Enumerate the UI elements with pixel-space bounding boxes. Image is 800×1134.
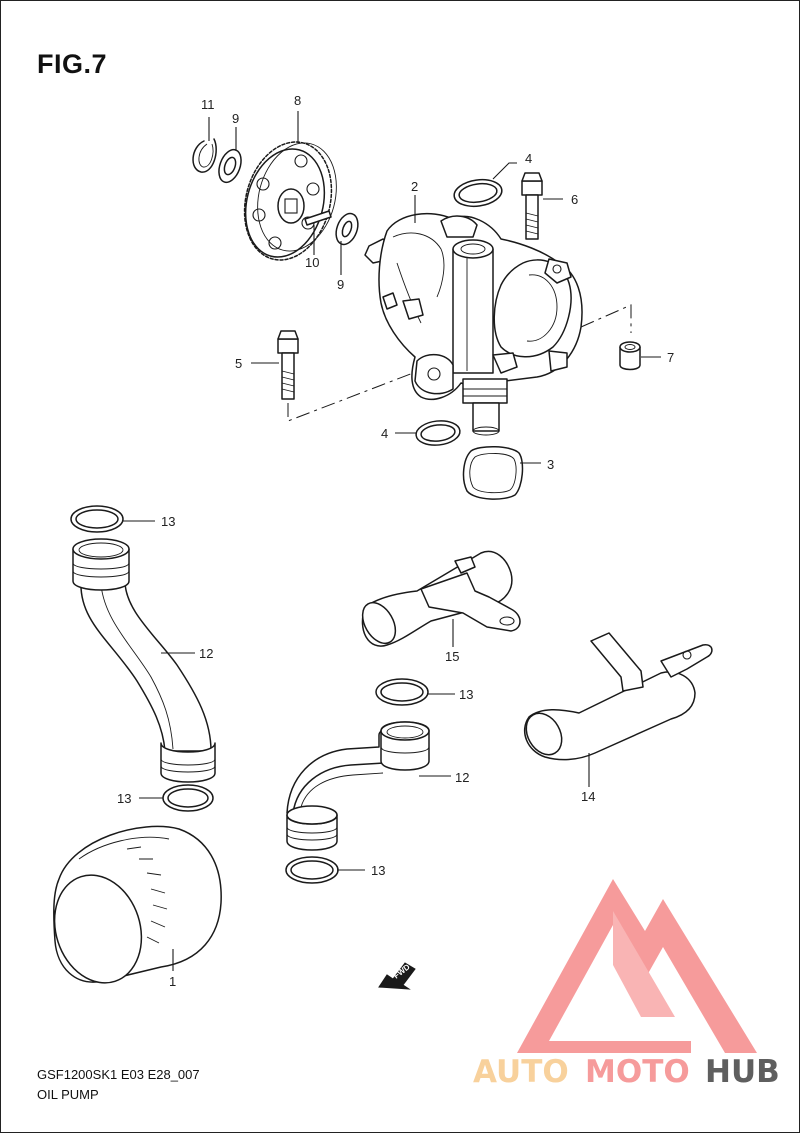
part-1-oil-filter xyxy=(53,825,222,984)
part-4-o-ring-upper xyxy=(453,178,503,208)
model-code: GSF1200SK1 E03 E28_007 xyxy=(37,1067,200,1082)
part-5-bolt xyxy=(277,330,299,400)
part-9-washer-lower xyxy=(335,212,359,246)
part-12-oil-pipe-right xyxy=(286,721,430,851)
part-3-gasket xyxy=(462,446,524,500)
part-2-oil-pump xyxy=(364,212,583,436)
callout-11: 11 xyxy=(201,97,215,112)
fwd-arrow-icon: FWD xyxy=(378,962,416,990)
callout-9-lower: 9 xyxy=(337,277,344,292)
callout-3: 3 xyxy=(547,457,554,472)
callout-2: 2 xyxy=(411,179,418,194)
part-13-o-ring-left-top xyxy=(70,505,124,533)
callout-13-right-top: 13 xyxy=(459,687,473,702)
watermark-text-hub: HUB xyxy=(705,1054,780,1090)
part-12-oil-pipe-left xyxy=(72,538,216,783)
callout-13-left-top: 13 xyxy=(161,514,175,529)
callout-labels: 11 9 8 10 9 2 4 6 5 7 4 3 13 12 13 13 12… xyxy=(117,93,674,989)
part-6-bolt xyxy=(521,172,543,240)
part-13-o-ring-right-bottom xyxy=(285,856,339,884)
callout-10: 10 xyxy=(305,255,319,270)
part-13-o-ring-right-top xyxy=(375,678,429,706)
callout-12-right: 12 xyxy=(455,770,469,785)
part-14-oil-pipe xyxy=(524,632,713,761)
part-15-oil-pipe xyxy=(361,550,521,647)
callout-8: 8 xyxy=(294,93,301,108)
callout-14: 14 xyxy=(581,789,595,804)
group-name: OIL PUMP xyxy=(37,1087,99,1102)
callout-7: 7 xyxy=(667,350,674,365)
callout-13-right-bottom: 13 xyxy=(371,863,385,878)
part-8-driven-gear xyxy=(243,141,337,261)
callout-12-left: 12 xyxy=(199,646,213,661)
callout-15: 15 xyxy=(445,649,459,664)
part-7-dowel-pin xyxy=(619,341,641,371)
part-4-o-ring-lower xyxy=(415,420,461,446)
callout-4-lower: 4 xyxy=(381,426,388,441)
watermark-text-moto: MOTO xyxy=(585,1054,690,1090)
callout-13-left-bottom: 13 xyxy=(117,791,131,806)
part-10-pin xyxy=(304,210,332,226)
callout-6: 6 xyxy=(571,192,578,207)
watermark-text-auto: AUTO xyxy=(473,1054,569,1090)
callout-5: 5 xyxy=(235,356,242,371)
part-11-circlip xyxy=(192,138,217,173)
callout-1: 1 xyxy=(169,974,176,989)
watermark-logo: AUTO MOTO HUB xyxy=(473,879,780,1090)
figure-title: FIG.7 xyxy=(37,49,108,79)
callout-4-upper: 4 xyxy=(525,151,532,166)
alignment-lines xyxy=(287,304,632,422)
part-13-o-ring-left-bottom xyxy=(162,784,214,812)
callout-9-upper: 9 xyxy=(232,111,239,126)
leader-lines xyxy=(123,111,661,971)
part-9-washer-upper xyxy=(218,148,242,184)
